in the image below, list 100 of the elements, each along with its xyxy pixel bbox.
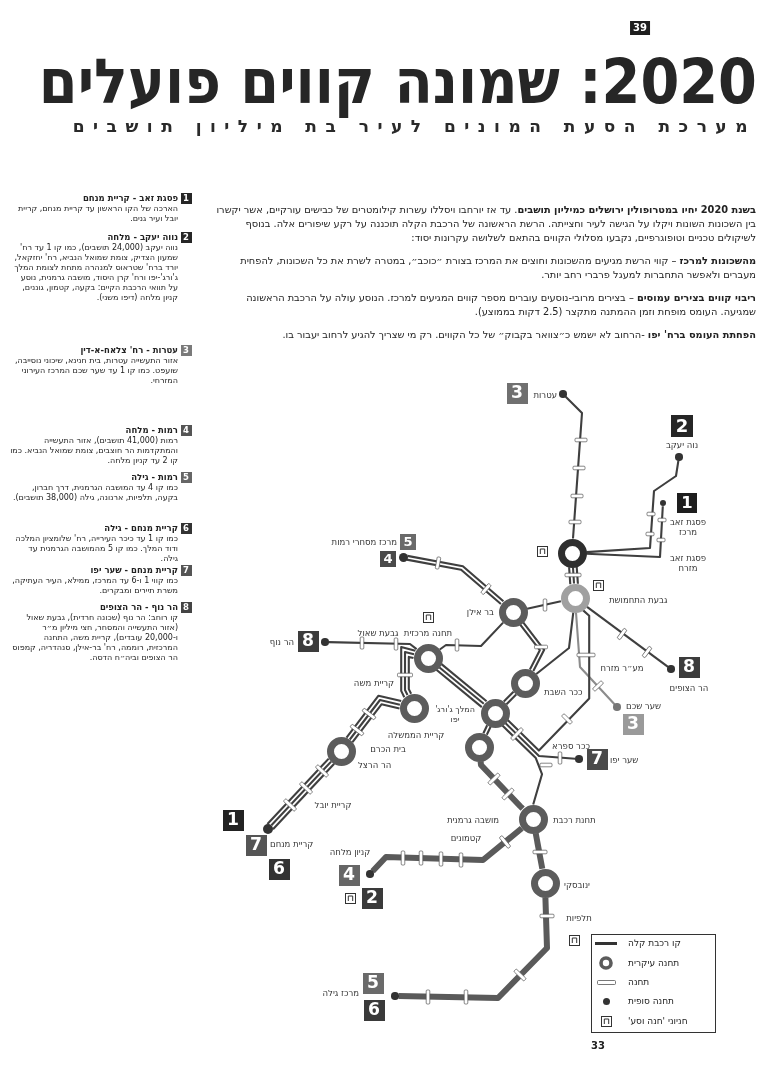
number-badge: 6 [180, 522, 192, 534]
station-ring [480, 698, 510, 728]
station-label: תלפיות [566, 913, 592, 923]
track-line [403, 650, 415, 696]
track-line [400, 646, 416, 698]
track-line [506, 609, 591, 752]
station-label: הר הצופים [669, 683, 709, 693]
station-ring [510, 668, 540, 698]
legend-label: תחנה [628, 976, 650, 988]
terminal-dot [321, 638, 329, 646]
station-label: הר הרצל [358, 760, 392, 770]
line-heading: קריית מנחם - שער יפו [90, 564, 178, 576]
line-description: כמו קווי 1 ו-6 עד המרכז, ממילא, העיר העתיקה, משרת תיירים ומבקרים. [11, 576, 178, 596]
terminal-dot [667, 665, 675, 673]
station-ring [464, 732, 494, 762]
paragraph: ריבוי קווים בצירים עמוסים – בצירים מרובי-נוסעים עוברים מספר קווים המגיעים למרכז. הנוסע עולה על הרכבת הראשונה שמגיעה. העומס מופחת וזמן ההמתנה מתקצר (2.5 דקות בממוצע). [245, 291, 756, 319]
station-label: קניון מלחה [329, 847, 371, 857]
station-label: הר נוף [269, 637, 294, 647]
line-number-badge: 5 [400, 534, 416, 550]
station-label: בר אילן [466, 607, 494, 617]
legend-label: חניוני 'חנה וסע' [628, 1015, 688, 1027]
track-line [574, 612, 616, 705]
track-line [328, 641, 418, 650]
line-number-badge: 3 [506, 382, 528, 404]
terminal-dot [398, 552, 408, 562]
station-label: מושבה גרמנית [446, 815, 500, 825]
paragraph: בשנת 2020 יחיו במטרופולין ירושלים כמיליון תושבים. עד אז יורחבו ויסללו עשרות קילומטרים של כבישים עורקיים, אשר יקשרו בין השכונות השונות ויקלו על הגישה לעיר וחצייתה. הרשת הראשונה של הרכבת הקלה תוכננה על רקע שיפורים אלה. בנוסף לשיקולים טכניים וטופוגרפיים, נקבעו מסלולי הקווים בהתאם לשלושה עקרונות יסוד: [215, 203, 756, 245]
station-label: בית הכרם [370, 744, 406, 754]
station-label: קריית הממשלה [387, 730, 445, 740]
terminal-dot [575, 755, 583, 763]
station-ring [413, 643, 443, 673]
line-number-badge: 5 [362, 972, 384, 994]
line-number-badge: 1 [222, 809, 244, 831]
line-description: כמו קו 1 עד כיכר העירייה, רח' שלומציון המלכה ודוד המלך. כמו קו 5 מהמושבה הגרמנית עד גילה. [14, 534, 178, 564]
track-line [504, 722, 576, 760]
track-line [532, 832, 546, 870]
station-ring [498, 597, 528, 627]
track-line [522, 621, 546, 672]
paragraph: מהשכונות למרכז – קווי הרשת מגיעים מהשכונות וחוצים את המרכז בצורת ״כוכב״, במטרה לשרת את כל השכונות, להפחית מעברים ולאפשר התחברות למעגל פרברי רחב יותר. [239, 254, 756, 282]
station-ring [557, 538, 587, 568]
track-line [398, 897, 550, 1001]
terminal-dot [559, 390, 567, 398]
line-description: כמו קו 4 עד המושבה הגרמנית, דרך חברון, בקעה, תלפיות, ארנונה, גילה (38,000 תושבים). [11, 483, 178, 503]
line-number-badge: 4 [380, 551, 396, 567]
station-label: פסגת זאב מזרח [668, 553, 708, 573]
station-label: תחנה מרכזית [403, 628, 453, 638]
track-line [501, 724, 544, 805]
legend-label: תחנה עיקרית [628, 957, 680, 969]
line-number-badge: 6 [363, 999, 385, 1021]
station-label: נוה יעקב [665, 440, 699, 450]
station-label: קטמונים [450, 833, 482, 843]
station-ring [560, 583, 590, 613]
track-line [519, 623, 541, 670]
station-label: מע״ר מזרח [600, 663, 644, 673]
station-label: ככר ספרא [552, 741, 590, 751]
station-label: תחנת רכבת [553, 815, 596, 825]
paragraph: הפחתת העומס ברח' יפו -הרחוב לא ישמש כ״צוואר בקבוק״ של כל הקווים. רק מי שצריך להגיע לרחוב יעבור בו. [281, 328, 756, 342]
number-badge: 3 [180, 344, 192, 356]
track-line [586, 460, 680, 554]
line-number-badge: 2 [361, 887, 383, 909]
line-number-badge: 8 [678, 656, 700, 678]
line-description: הארכה של הקו הראשון עד קריית מנחם, קריית יובל ועיר גנים. [17, 204, 178, 224]
station-label: גבעת התחמושת [609, 595, 668, 605]
line-heading: רמות - מלחה [125, 424, 178, 436]
number-badge: 8 [180, 601, 192, 613]
legend-label: תחנה סופית [628, 995, 674, 1007]
line-heading: פסגת זאב - קריית מנחם [82, 192, 178, 204]
station-label: עטרות [533, 390, 557, 400]
station-label: קריית יובל [314, 800, 352, 810]
number-badge: 7 [180, 564, 192, 576]
number-badge: 4 [180, 424, 192, 436]
terminal-dot [391, 992, 399, 1000]
line-heading: נווה יעקב - מלחה [107, 231, 178, 243]
station-ring [518, 804, 548, 834]
station-label: קריית מנחם [270, 839, 314, 849]
track-line [370, 825, 524, 874]
page-number: 33 [591, 1040, 605, 1052]
line-number-badge: 2 [671, 415, 693, 437]
station-label: קריית משה [353, 678, 395, 688]
line-number-badge: 8 [297, 630, 319, 652]
page-number: 39 [630, 21, 650, 35]
track-line [407, 655, 414, 695]
terminal-dot [366, 870, 374, 878]
line-number-badge: 1 [677, 493, 697, 513]
station-label: שער שכם [626, 701, 661, 711]
line-number-badge: 7 [245, 834, 267, 856]
number-badge: 1 [180, 192, 192, 204]
station-ring [530, 868, 560, 898]
line-heading: עטרות - רח' צלאח-א-דין [80, 344, 178, 356]
number-badge: 2 [180, 231, 192, 243]
number-badge: 5 [180, 471, 192, 483]
station-ring [326, 736, 356, 766]
station-label: מרכז גילה [322, 988, 359, 998]
legend-label: קו רכבת קלה [628, 937, 681, 949]
track-line [535, 612, 575, 675]
line-description: נווה יעקב (24,000 תושבים), כמו קו 1 עד רח' שמעון הצדיק, צומת שמואל הנביא, רח' יחזקאל, יורד ברח' שטראוס למנהרה מתחת לצומת המלך ג'ורג'-יפו ורח' קרן היסוד, מושבה גרמנית, נוסע על תוואי הרכבת הקיים: בקעה, קטמון, גוננים, קניון מלחה (דיפו משני). [13, 243, 178, 303]
station-label: גבעת שאול [357, 628, 399, 638]
station-label: מרכז מסחרי רמות [331, 537, 397, 547]
track-line [586, 506, 664, 559]
line-number-badge: 3 [622, 713, 644, 735]
